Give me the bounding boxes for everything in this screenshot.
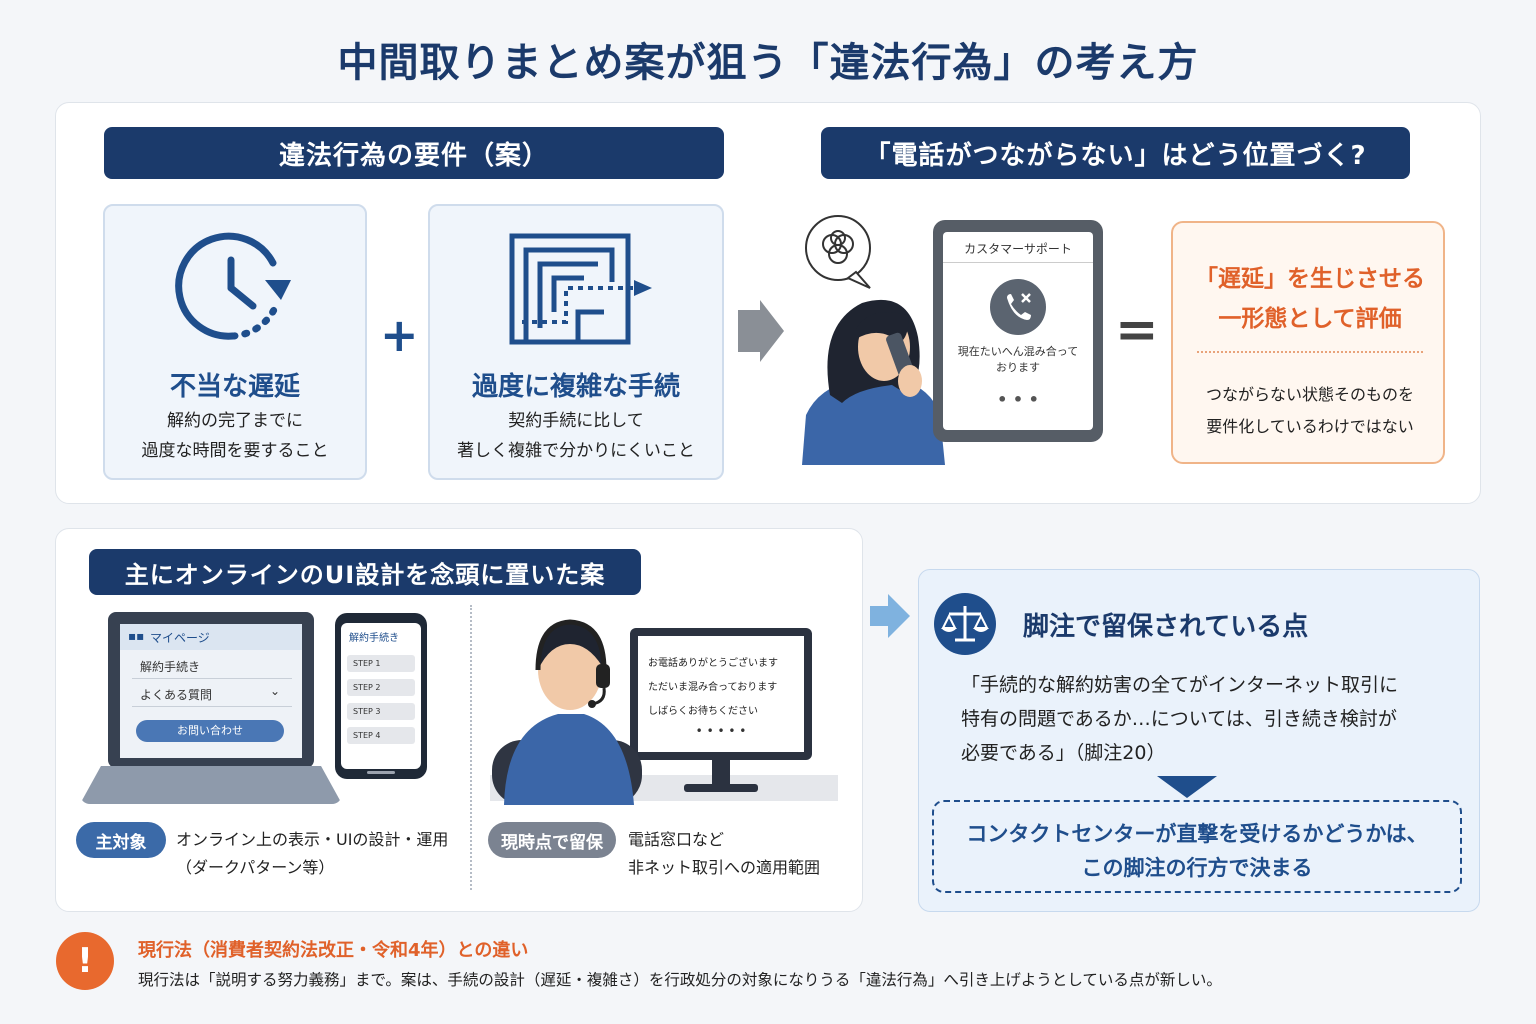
mobile-device: 解約手続き STEP 1 STEP 2 STEP 3 STEP 4 [335, 613, 427, 779]
thought-bubble-icon [805, 215, 871, 289]
reserved-tag: 現時点で留保 [488, 822, 616, 858]
complex-desc-1: 契約手続に比して [508, 411, 644, 431]
result-line-2: 一形態として評価 [1218, 306, 1402, 332]
bottom-text: 現行法は「説明する努力義務」まで。案は、手続の設計（遅延・複雑さ）を行政処分の対… [138, 971, 1222, 989]
monitor-dots: • • • • • [695, 724, 747, 738]
arrow-right-blue-icon [870, 594, 910, 638]
complex-desc-2: 著しく複雑で分かりにくいこと [457, 441, 695, 461]
requirements-header: 違法行為の要件（案） [104, 127, 724, 179]
footnote-quote-3: 必要である」（脚注20） [961, 742, 1166, 764]
support-title: カスタマーサポート [964, 242, 1072, 256]
delay-title: 不当な遅延 [169, 372, 300, 402]
delay-card: 不当な遅延 解約の完了までに 過度な時間を要すること [103, 204, 367, 480]
arrow-right-icon [738, 300, 784, 362]
monitor-stand [712, 760, 730, 786]
complex-title: 過度に複雑な手続 [471, 372, 680, 402]
screen-divider [943, 262, 1093, 263]
reserved-text-1: 電話窓口など [628, 830, 725, 849]
delay-desc-2: 過度な時間を要すること [141, 441, 329, 461]
laptop-divider-2 [132, 706, 292, 707]
maze-icon [509, 233, 652, 345]
monitor-line-2: ただいま混み合っております [648, 682, 778, 693]
result-divider [1197, 351, 1423, 353]
main-target-tag: 主対象 [76, 822, 166, 858]
phone-header: 「電話がつながらない」はどう位置づく? [821, 127, 1410, 179]
mobile-step[interactable]: STEP 2 [347, 679, 415, 696]
plus-sign: + [380, 308, 419, 362]
tablet-screen: カスタマーサポート 現在たいへん混み合って おります • • • [943, 232, 1093, 430]
grid-icon: ▪▪ [128, 629, 145, 643]
monitor-line-3: しばらくお待ちください [648, 706, 758, 717]
laptop-divider [132, 678, 292, 679]
evaluation-result-box: 「遅延」を生じさせる 一形態として評価 つながらない状態そのものを 要件化してい… [1171, 221, 1445, 464]
laptop-nav-title[interactable]: マイページ [150, 631, 210, 645]
laptop-nav-bar [120, 624, 302, 650]
operator-illustration [492, 619, 642, 805]
mobile-title: 解約手続き [349, 633, 399, 644]
mobile-step[interactable]: STEP 1 [347, 655, 415, 672]
footnote-header: 脚注で留保されている点 [1023, 612, 1309, 642]
monitor-line-1: お電話ありがとうございます [648, 658, 778, 669]
mobile-screen: 解約手続き STEP 1 STEP 2 STEP 3 STEP 4 [341, 623, 421, 769]
vertical-separator [470, 605, 472, 890]
mobile-step[interactable]: STEP 3 [347, 703, 415, 720]
clock-icon [175, 232, 291, 340]
laptop-item-cancel[interactable]: 解約手続き [140, 660, 201, 674]
laptop-keyboard [80, 766, 342, 804]
result-sub-1: つながらない状態そのものを [1205, 385, 1414, 404]
mobile-home-bar [367, 771, 395, 774]
tablet-device: カスタマーサポート 現在たいへん混み合って おります • • • [933, 220, 1103, 442]
reserved-text-2: 非ネット取引への適用範囲 [628, 858, 821, 877]
footnote-quote-1: 「手続的な解約妨害の全てがインターネット取引に [961, 674, 1399, 696]
laptop-item-faq[interactable]: よくある質問 [140, 688, 213, 702]
complex-card: 過度に複雑な手続 契約手続に比して 著しく複雑で分かりにくいこと [428, 204, 724, 480]
laptop-screen: ▪▪ マイページ 解約手続き よくある質問 ⌄ お問い合わせ [120, 624, 302, 758]
result-sub-2: 要件化しているわけではない [1206, 417, 1414, 436]
main-target-text-2: （ダークパターン等） [176, 858, 335, 877]
call-failed-icon [990, 279, 1046, 335]
monitor-device: お電話ありがとうございます ただいま混み合っております しばらくお待ちください … [630, 628, 812, 760]
bottom-heading: 現行法（消費者契約法改正・令和4年）との違い [138, 940, 529, 961]
conclusion-box: コンタクトセンターが直撃を受けるかどうかは、 この脚注の行方で決まる [932, 800, 1462, 893]
chevron-down-icon[interactable]: ⌄ [270, 684, 281, 698]
triangle-down-icon [1157, 776, 1217, 798]
monitor-base [684, 784, 758, 792]
warning-icon: ! [56, 932, 114, 990]
mobile-step[interactable]: STEP 4 [347, 727, 415, 744]
result-line-1: 「遅延」を生じさせる [1195, 266, 1425, 292]
conclusion-line-1: コンタクトセンターが直撃を受けるかどうかは、 [966, 822, 1428, 846]
footnote-quote-2: 特有の問題であるか…については、引き続き検討が [961, 708, 1397, 730]
page-title: 中間取りまとめ案が狙う「違法行為」の考え方 [337, 40, 1199, 86]
busy-message-2: おります [996, 361, 1040, 374]
online-header: 主にオンラインのUI設計を念頭に置いた案 [89, 549, 641, 595]
scale-of-justice-icon [934, 593, 996, 655]
busy-message-1: 現在たいへん混み合って [957, 345, 1079, 358]
contact-button[interactable]: お問い合わせ [136, 720, 284, 742]
main-target-text-1: オンライン上の表示・UIの設計・運用 [176, 830, 449, 849]
waiting-dots: • • • [997, 390, 1039, 409]
laptop-device: ▪▪ マイページ 解約手続き よくある質問 ⌄ お問い合わせ [108, 612, 314, 768]
person-on-phone-illustration [802, 299, 945, 465]
monitor-screen: お電話ありがとうございます ただいま混み合っております しばらくお待ちください … [638, 636, 804, 752]
delay-desc-1: 解約の完了までに [167, 411, 303, 431]
conclusion-line-2: この脚注の行方で決まる [1081, 856, 1313, 880]
equals-sign: = [1115, 300, 1159, 360]
